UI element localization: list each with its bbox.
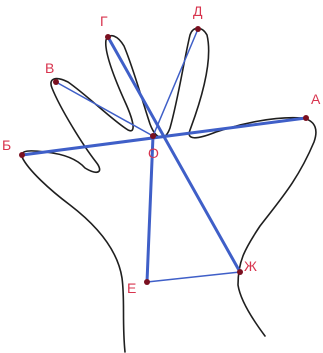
point-label-zh: Ж	[244, 258, 257, 274]
point-label-d: Д	[193, 3, 203, 19]
points-layer: А Б В Г Д О Е Ж	[2, 3, 321, 296]
point-label-a: А	[311, 91, 321, 107]
point-g	[105, 34, 111, 40]
point-b	[19, 152, 25, 158]
segments-layer	[20, 28, 308, 284]
point-d	[195, 26, 201, 32]
hand-outline	[21, 27, 317, 353]
segment-v-o	[55, 81, 154, 137]
point-o	[150, 133, 156, 139]
segment-o-e	[145, 134, 155, 284]
point-v	[53, 79, 59, 85]
point-a	[303, 115, 309, 121]
point-label-b: Б	[2, 137, 11, 153]
point-zh	[237, 269, 243, 275]
segment-e-zh	[146, 271, 241, 283]
segment-g-zh	[106, 35, 242, 274]
point-label-v: В	[45, 60, 54, 76]
point-label-e: Е	[127, 280, 136, 296]
point-label-g: Г	[100, 13, 108, 29]
point-label-o: О	[148, 145, 159, 161]
segment-d-o	[152, 28, 199, 137]
point-e	[144, 279, 150, 285]
